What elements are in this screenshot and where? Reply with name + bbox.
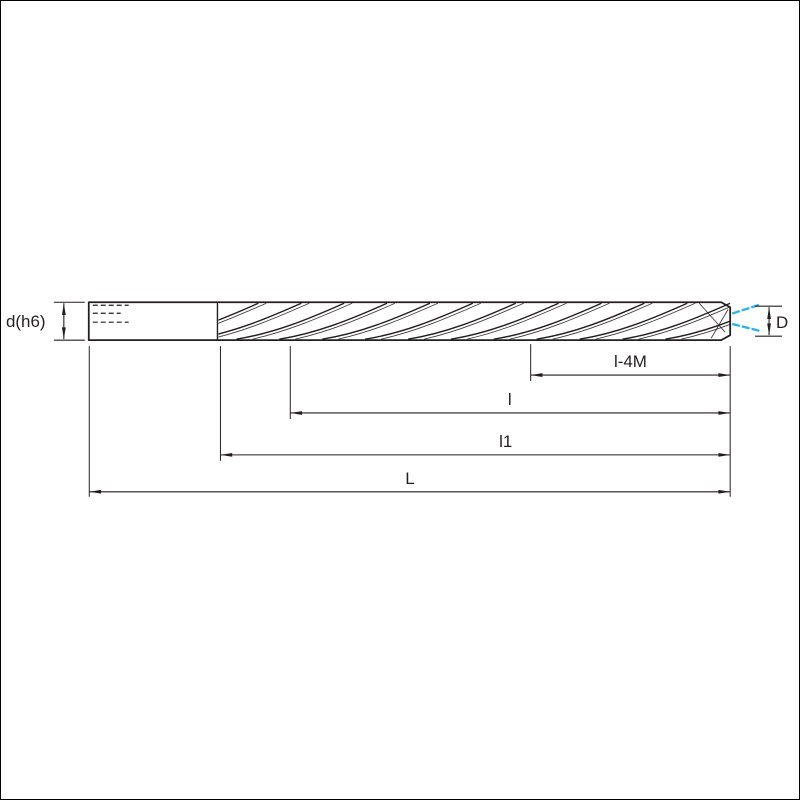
label-l: l: [508, 390, 512, 409]
label-shank-diameter: d(h6): [6, 312, 46, 331]
tool-body: [87, 301, 763, 342]
dim-arrow-l1: [220, 452, 731, 457]
coolant-jet-lower: [731, 322, 763, 333]
dim-l-minus-4m: l-4M: [530, 352, 731, 377]
dim-arrow-D: [767, 307, 771, 336]
flute-lines: [218, 302, 731, 340]
tool-outline: [87, 301, 732, 342]
coolant-jet-upper: [731, 303, 763, 315]
dim-l: l: [290, 390, 731, 415]
label-cutting-diameter: D: [776, 313, 788, 332]
dimensions: d(h6) D l-4M: [6, 301, 788, 497]
dim-L: L: [89, 469, 731, 494]
dim-shank-diameter: d(h6): [6, 301, 85, 341]
label-L: L: [405, 469, 414, 488]
extension-lines: [88, 344, 731, 497]
coolant-jets: [731, 303, 763, 333]
label-l-minus-4m: l-4M: [614, 352, 647, 371]
dim-arrow-l4m: [530, 373, 731, 377]
dim-arrow-L: [89, 489, 731, 494]
dim-l1: l1: [220, 432, 731, 457]
dim-cutting-diameter: D: [755, 305, 788, 337]
center-hole-dashes: [92, 304, 129, 323]
label-l1: l1: [499, 432, 512, 451]
tip-edges: [698, 302, 729, 339]
dim-arrow-l: [290, 411, 731, 415]
dim-arrow-d: [61, 303, 66, 340]
